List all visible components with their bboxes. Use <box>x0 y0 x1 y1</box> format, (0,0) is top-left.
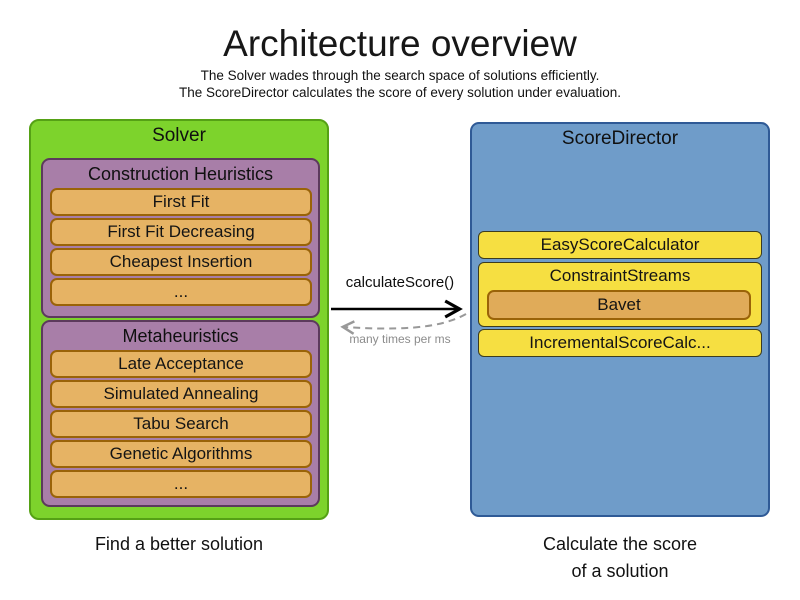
subtitle-line-2: The ScoreDirector calculates the score o… <box>179 85 621 100</box>
score-director-box: ScoreDirector EasyScoreCalculator Constr… <box>470 122 770 517</box>
constraint-streams-label: ConstraintStreams <box>549 266 691 285</box>
subtitle-line-1: The Solver wades through the search spac… <box>200 68 600 83</box>
metaheuristics-group: Metaheuristics Late Acceptance Simulated… <box>41 320 320 507</box>
solver-title: Solver <box>152 125 206 146</box>
algorithm-item-ellipsis: ... <box>50 278 312 306</box>
frequency-label: many times per ms <box>349 332 451 346</box>
calculator-item-constraint-streams: ConstraintStreams Bavet <box>478 262 762 327</box>
score-director-caption-line-1: Calculate the score <box>542 534 698 554</box>
algorithm-item-late-acceptance: Late Acceptance <box>50 350 312 378</box>
calculator-item-incremental-score-calc: IncrementalScoreCalc... <box>478 329 762 357</box>
calculator-item-easy-score-calculator: EasyScoreCalculator <box>478 231 762 259</box>
construction-heuristics-title: Construction Heuristics <box>87 164 274 184</box>
calculate-score-label: calculateScore() <box>345 274 455 291</box>
score-director-caption-line-2: of a solution <box>571 561 669 581</box>
page-title: Architecture overview <box>223 23 577 64</box>
algorithm-item-simulated-annealing: Simulated Annealing <box>50 380 312 408</box>
many-times-return-arrow <box>344 313 467 329</box>
algorithm-item-ellipsis: ... <box>50 470 312 498</box>
metaheuristics-title: Metaheuristics <box>122 326 239 346</box>
algorithm-item-tabu-search: Tabu Search <box>50 410 312 438</box>
construction-heuristics-group: Construction Heuristics First Fit First … <box>41 158 320 318</box>
solver-caption: Find a better solution <box>94 534 264 554</box>
solver-box: Solver Construction Heuristics First Fit… <box>29 119 329 520</box>
score-director-caption: Calculate the score of a solution <box>470 531 770 585</box>
algorithm-item-cheapest-insertion: Cheapest Insertion <box>50 248 312 276</box>
bavet-item: Bavet <box>487 290 751 320</box>
algorithm-item-first-fit: First Fit <box>50 188 312 216</box>
algorithm-item-genetic-algorithms: Genetic Algorithms <box>50 440 312 468</box>
score-director-title: ScoreDirector <box>561 128 679 149</box>
algorithm-item-first-fit-decreasing: First Fit Decreasing <box>50 218 312 246</box>
